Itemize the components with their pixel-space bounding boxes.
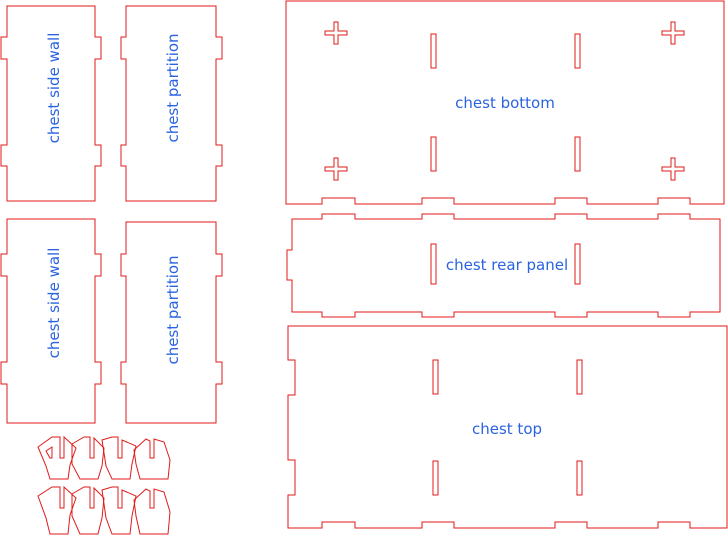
slot xyxy=(430,136,437,172)
partition-label-1: chest partition xyxy=(164,33,182,142)
slot xyxy=(430,243,437,285)
side-wall-panel-2: chest side wall xyxy=(0,218,102,424)
slot xyxy=(574,243,581,285)
rear-panel: chest rear panel xyxy=(286,213,721,318)
side-wall-label-1: chest side wall xyxy=(45,33,63,144)
plus-slot xyxy=(661,21,685,45)
slot xyxy=(576,359,583,395)
slot xyxy=(432,359,439,395)
slot xyxy=(574,136,581,172)
slot xyxy=(430,33,437,69)
partition-panel-2: chest partition xyxy=(120,221,223,424)
partition-label-2: chest partition xyxy=(164,255,182,364)
top-panel: chest top xyxy=(287,325,728,529)
side-wall-label-2: chest side wall xyxy=(45,248,63,359)
bottom-label: chest bottom xyxy=(455,94,555,112)
top-label: chest top xyxy=(472,420,542,438)
slot xyxy=(432,460,439,496)
hinge-part xyxy=(71,486,105,535)
hinge-part xyxy=(37,435,77,480)
bottom-panel: chest bottom xyxy=(285,0,725,205)
slot xyxy=(576,460,583,496)
hinge-part xyxy=(133,438,171,480)
slot xyxy=(574,33,581,69)
plus-slot xyxy=(661,157,685,181)
rear-panel-label: chest rear panel xyxy=(446,256,568,274)
plus-slot xyxy=(324,21,348,45)
hinge-part xyxy=(101,486,137,535)
hinge-part xyxy=(71,436,105,480)
partition-panel-1: chest partition xyxy=(120,5,223,202)
hinge-part xyxy=(101,436,137,480)
hinge-part xyxy=(37,485,77,535)
plus-slot xyxy=(324,157,348,181)
hinge-parts xyxy=(37,435,171,535)
side-wall-panel-1: chest side wall xyxy=(0,5,102,202)
hinge-part xyxy=(133,488,171,535)
